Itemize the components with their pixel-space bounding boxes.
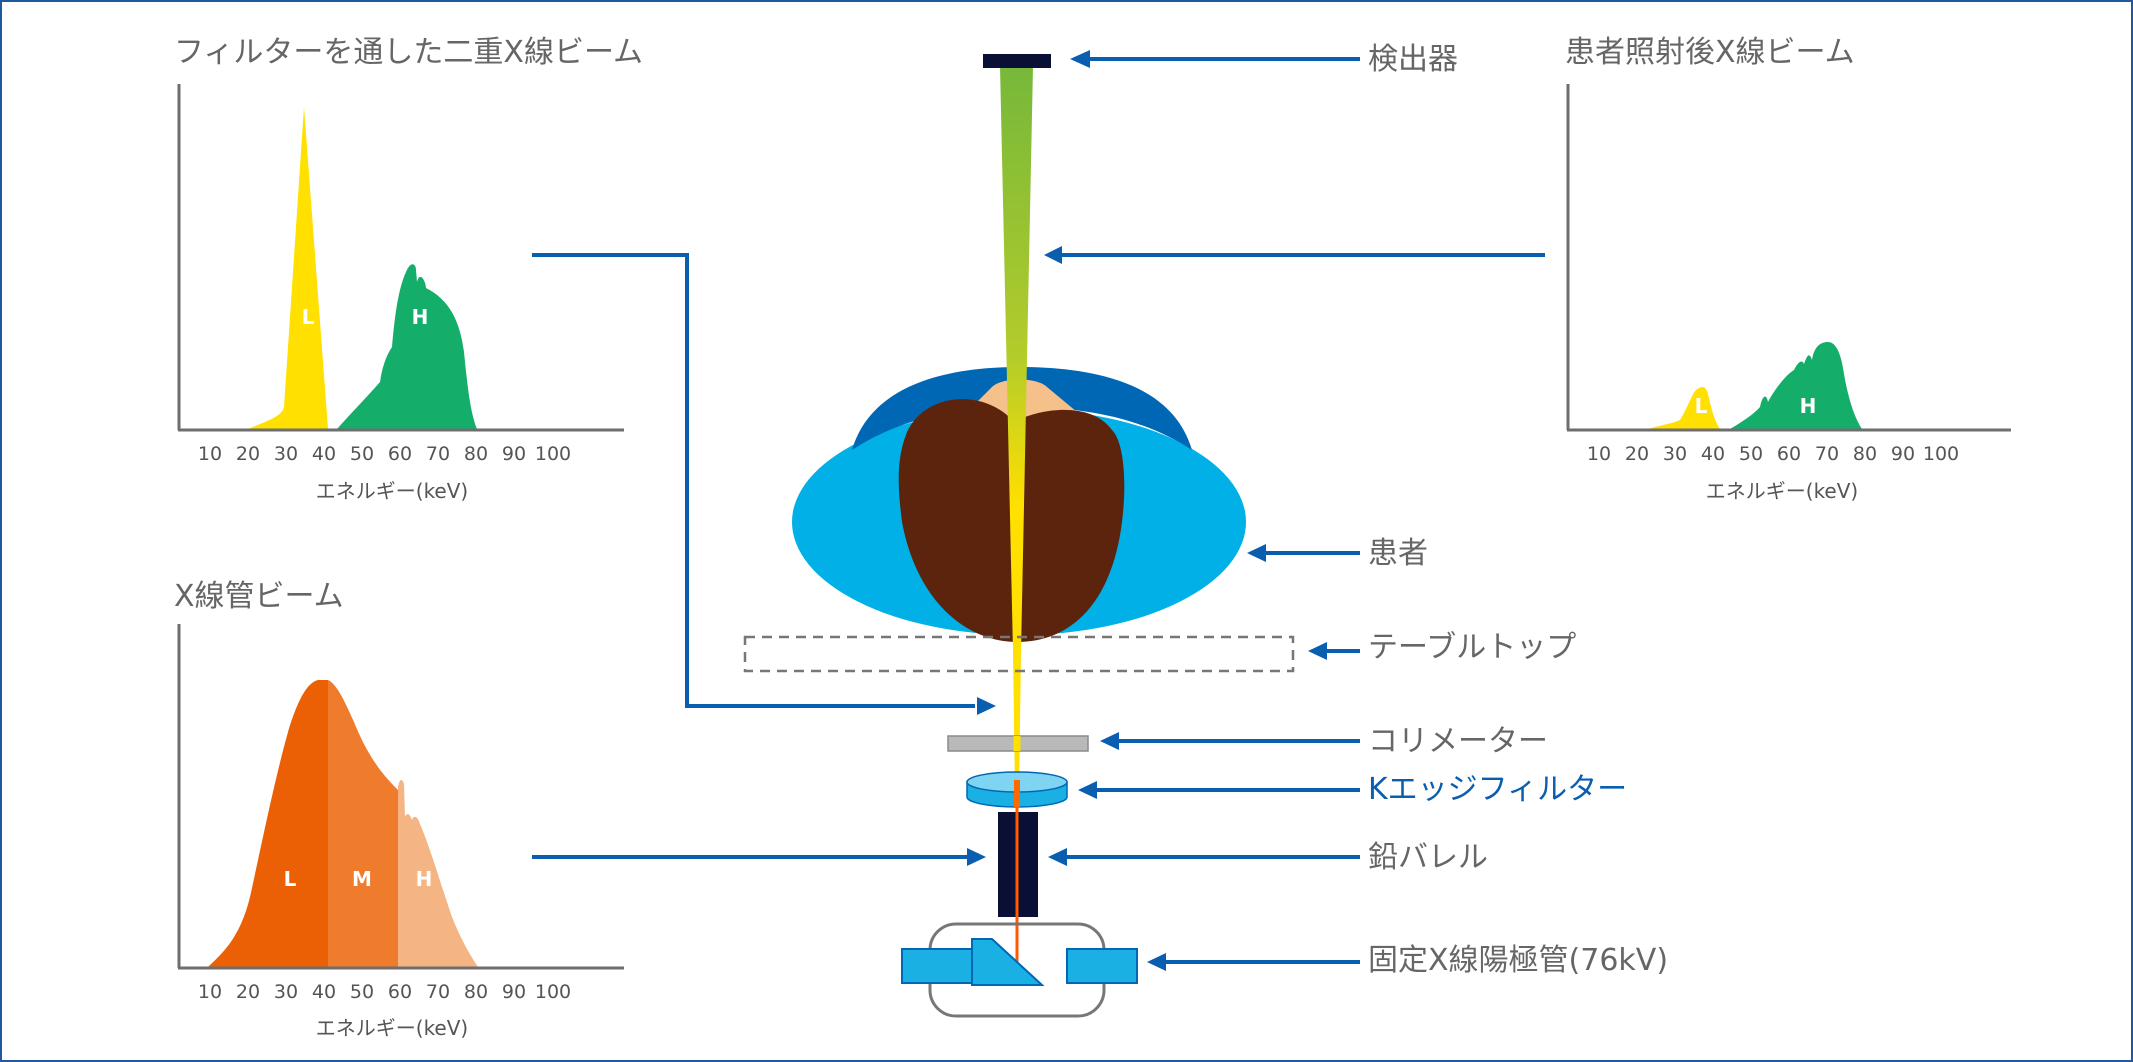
tick-label: 30 bbox=[274, 443, 298, 465]
tick-label: 30 bbox=[274, 981, 298, 1003]
tabletop-outline bbox=[743, 635, 1295, 673]
chart-post-patient-region-l: L bbox=[1695, 394, 1708, 418]
tick-label: 40 bbox=[312, 443, 336, 465]
chart-post-patient-ticks: 10 20 30 40 50 60 70 80 90 100 bbox=[1587, 443, 1959, 465]
tick-label: 60 bbox=[388, 443, 412, 465]
chart-tube-region-h-area bbox=[398, 780, 478, 967]
tick-label: 60 bbox=[1777, 443, 1801, 465]
tick-label: 20 bbox=[236, 443, 260, 465]
chart-post-patient: 患者照射後X線ビーム L H 10 20 30 40 50 60 70 80 9… bbox=[1565, 35, 2011, 503]
chart-post-patient-region-h: H bbox=[1800, 394, 1817, 418]
tick-label: 80 bbox=[1853, 443, 1877, 465]
tick-label: 70 bbox=[1815, 443, 1839, 465]
tube-cathode bbox=[901, 948, 975, 984]
chart-filtered-region-h: H bbox=[412, 305, 429, 329]
connector-lines bbox=[532, 57, 1545, 964]
tick-label: 10 bbox=[1587, 443, 1611, 465]
tick-label: 100 bbox=[535, 981, 571, 1003]
kedge-filter bbox=[966, 771, 1068, 808]
chart-tube-title: X線管ビーム bbox=[174, 579, 344, 614]
chart-filtered: フィルターを通した二重X線ビーム L H 10 20 30 40 50 60 7… bbox=[174, 35, 643, 503]
chart-filtered-title: フィルターを通した二重X線ビーム bbox=[174, 35, 643, 70]
arrowhead-icon bbox=[1308, 642, 1327, 660]
tick-label: 10 bbox=[198, 981, 222, 1003]
xray-tube bbox=[901, 922, 1138, 1018]
tick-label: 100 bbox=[535, 443, 571, 465]
label-patient: 患者 bbox=[1368, 536, 1428, 571]
tick-label: 20 bbox=[236, 981, 260, 1003]
label-detector: 検出器 bbox=[1368, 42, 1458, 77]
tick-label: 80 bbox=[464, 981, 488, 1003]
chart-tube: X線管ビーム L M H 10 20 30 40 50 60 70 80 90 … bbox=[174, 579, 624, 1040]
xray-beam-upper bbox=[1000, 66, 1033, 652]
tick-label: 90 bbox=[502, 443, 526, 465]
chart-tube-region-m-area bbox=[328, 680, 398, 967]
tick-label: 70 bbox=[426, 981, 450, 1003]
chart-post-patient-title: 患者照射後X線ビーム bbox=[1565, 35, 1855, 70]
chart-post-patient-low-peak bbox=[1648, 386, 1720, 429]
label-lead-barrel: 鉛バレル bbox=[1368, 840, 1488, 875]
patient-back bbox=[852, 367, 1192, 450]
component-labels: 検出器 患者 テーブルトップ コリメーター Kエッジフィルター 鉛バレル 固定X… bbox=[1368, 42, 1668, 978]
chart-tube-region-l: L bbox=[284, 867, 297, 891]
filtered-chart-connector bbox=[532, 253, 975, 708]
chart-post-patient-high-peak bbox=[1730, 342, 1862, 429]
tube-anode bbox=[971, 938, 1045, 986]
chart-tube-region-l-area bbox=[208, 680, 328, 967]
tick-label: 50 bbox=[1739, 443, 1763, 465]
chart-tube-ticks: 10 20 30 40 50 60 70 80 90 100 bbox=[198, 981, 571, 1003]
arrowhead-icon bbox=[1070, 50, 1090, 68]
chart-filtered-high-peak bbox=[337, 264, 477, 429]
tick-label: 60 bbox=[388, 981, 412, 1003]
tick-label: 50 bbox=[350, 981, 374, 1003]
arrow-heads bbox=[967, 50, 1327, 971]
chart-filtered-xlabel: エネルギー(keV) bbox=[316, 479, 468, 503]
tick-label: 20 bbox=[1625, 443, 1649, 465]
tick-label: 30 bbox=[1663, 443, 1687, 465]
chart-filtered-ticks: 10 20 30 40 50 60 70 80 90 100 bbox=[198, 443, 571, 465]
chart-filtered-low-peak bbox=[248, 107, 328, 429]
tick-label: 10 bbox=[198, 443, 222, 465]
xray-beam-lower bbox=[1013, 652, 1021, 792]
tube-terminal bbox=[1066, 948, 1138, 984]
label-tabletop: テーブルトップ bbox=[1368, 630, 1576, 665]
arrowhead-icon bbox=[1247, 544, 1266, 562]
tick-label: 40 bbox=[1701, 443, 1725, 465]
label-collimator: コリメーター bbox=[1368, 724, 1548, 759]
arrowhead-icon bbox=[967, 848, 986, 866]
arrowhead-icon bbox=[1147, 953, 1166, 971]
tick-label: 100 bbox=[1923, 443, 1959, 465]
arrowhead-icon bbox=[1048, 848, 1067, 866]
chart-tube-region-h: H bbox=[416, 867, 433, 891]
chart-tube-xlabel: エネルギー(keV) bbox=[316, 1016, 468, 1040]
chart-filtered-region-l: L bbox=[302, 305, 315, 329]
label-kedge-filter: Kエッジフィルター bbox=[1368, 772, 1627, 807]
label-xray-tube: 固定X線陽極管(76kV) bbox=[1368, 943, 1668, 978]
chart-post-patient-xlabel: エネルギー(keV) bbox=[1706, 479, 1858, 503]
tick-label: 40 bbox=[312, 981, 336, 1003]
tick-label: 50 bbox=[350, 443, 374, 465]
chart-tube-region-m: M bbox=[352, 867, 372, 891]
detector-plate bbox=[983, 54, 1051, 68]
tick-label: 80 bbox=[464, 443, 488, 465]
tick-label: 70 bbox=[426, 443, 450, 465]
arrowhead-icon bbox=[1100, 732, 1119, 750]
tick-label: 90 bbox=[502, 981, 526, 1003]
arrowhead-icon bbox=[1078, 781, 1097, 799]
arrowhead-icon bbox=[1044, 246, 1062, 264]
tick-label: 90 bbox=[1891, 443, 1915, 465]
arrowhead-icon bbox=[977, 697, 996, 715]
